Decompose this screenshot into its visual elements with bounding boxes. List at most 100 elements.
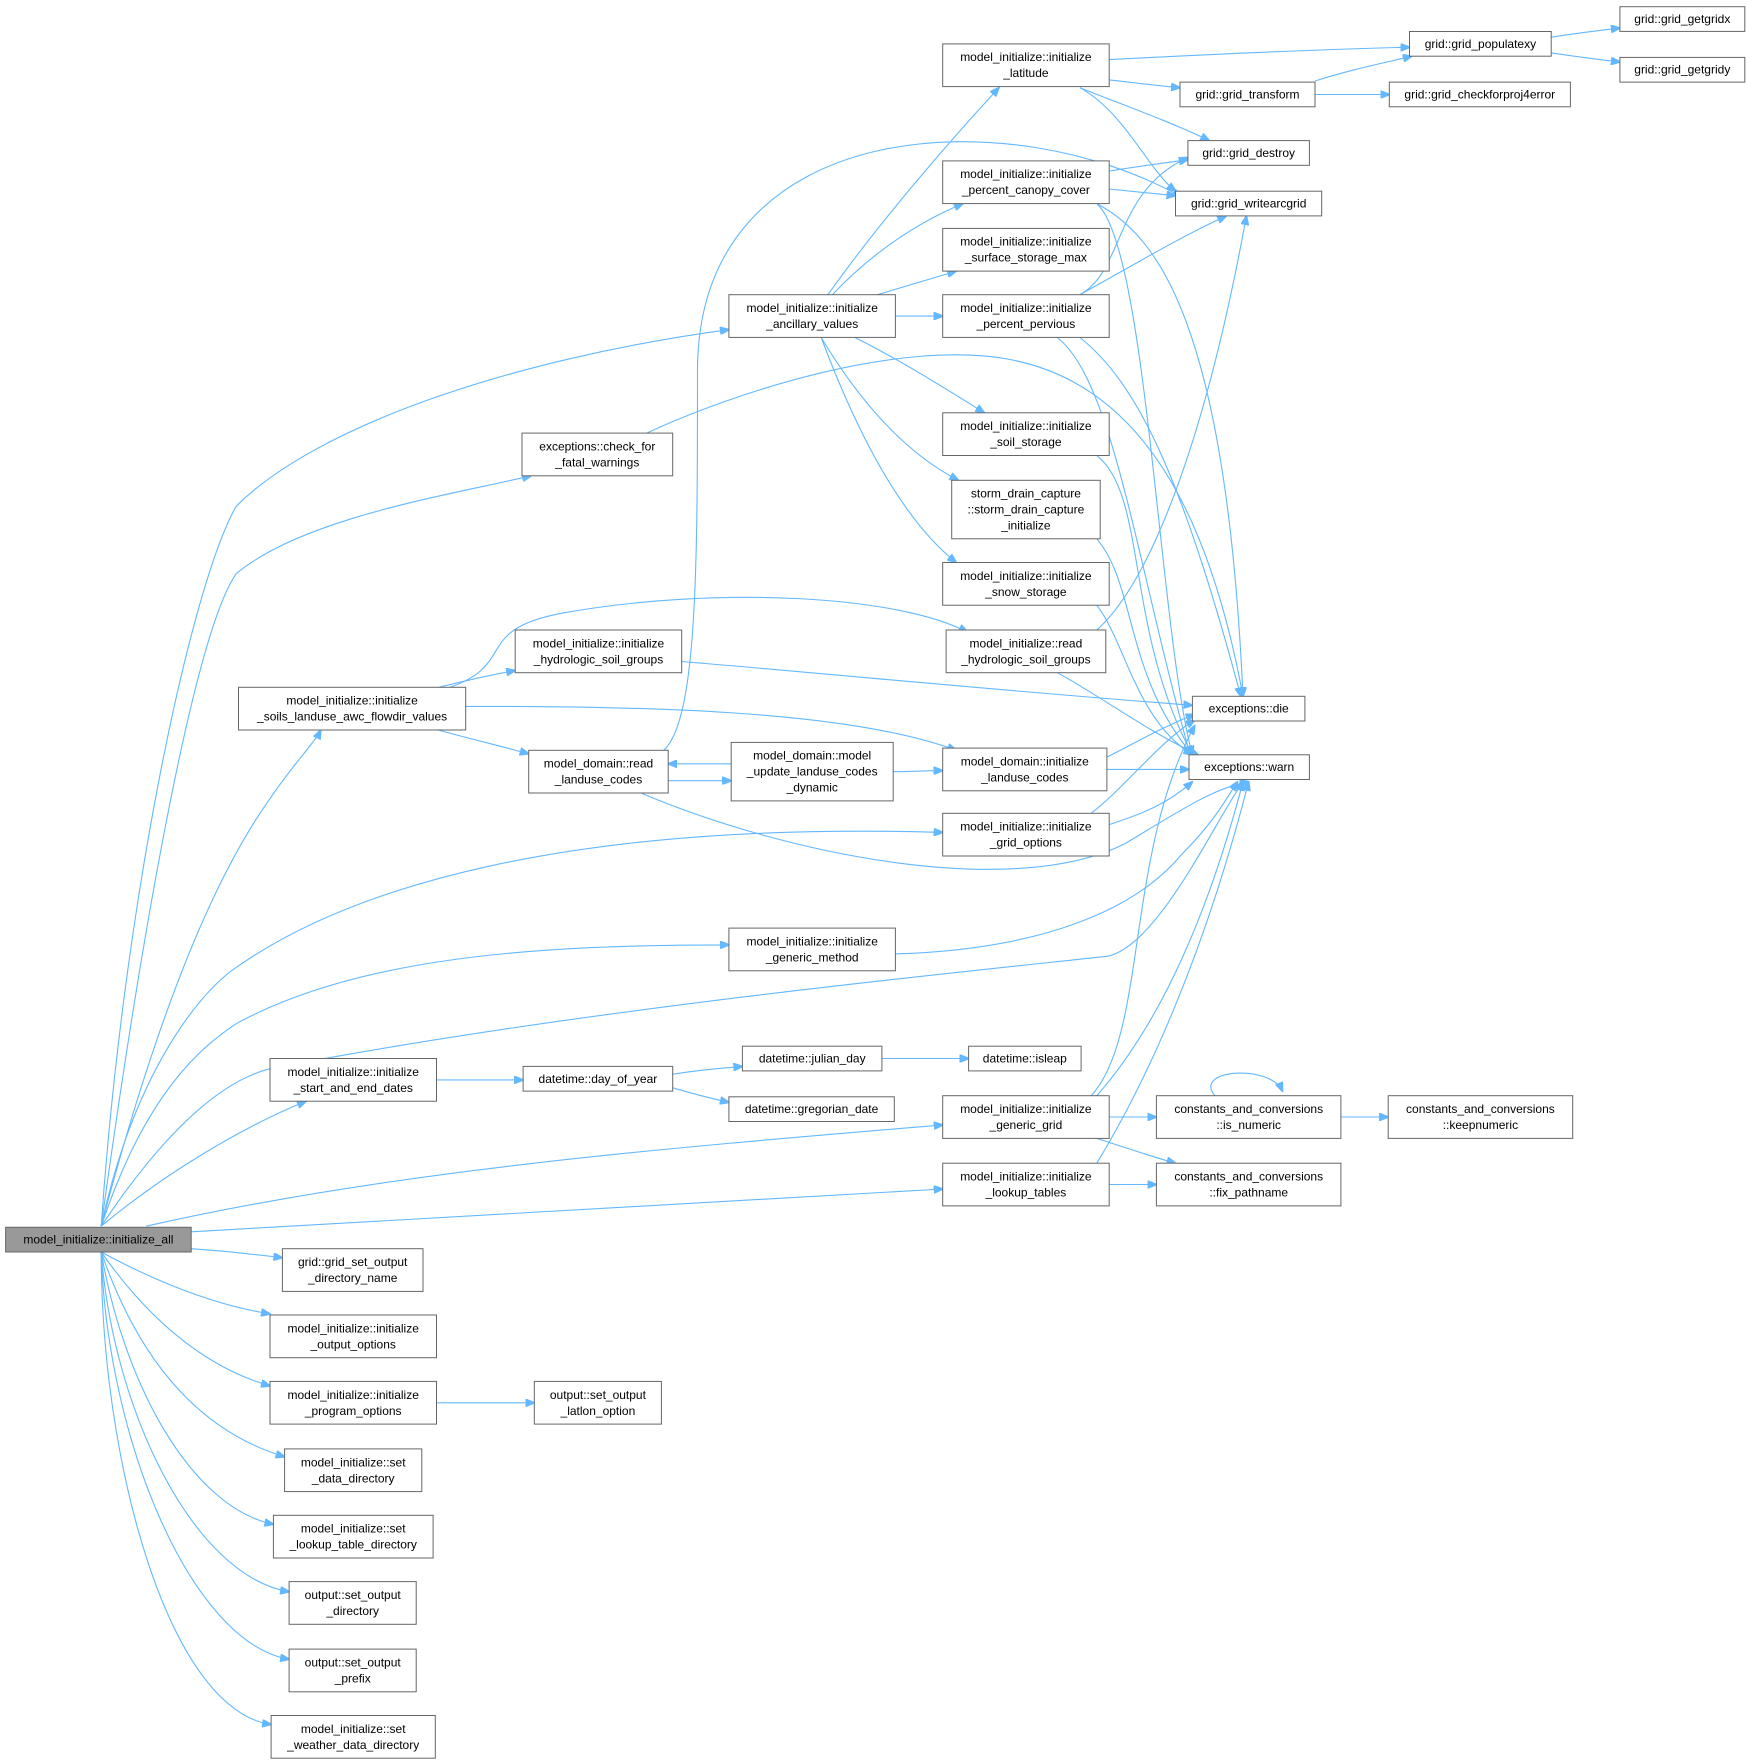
edge-root-to-n_datadir — [100, 1251, 284, 1457]
edge-root-to-n_outdir — [191, 1248, 282, 1258]
graph-node[interactable]: model_initialize::initialize_generic_met… — [728, 927, 896, 972]
graph-node[interactable]: constants_and_conversions::is_numeric — [1155, 1095, 1342, 1139]
node-label: grid::grid_transform — [1195, 88, 1299, 102]
node-box — [942, 412, 1110, 456]
edge-n_anc-to-n_lat — [827, 88, 999, 296]
edge-n_fatal-to-n_die — [646, 354, 1243, 696]
graph-node[interactable]: grid::grid_checkforproj4error — [1388, 81, 1571, 108]
graph-node[interactable]: model_initialize::initialize_generic_gri… — [942, 1095, 1110, 1139]
graph-node[interactable]: model_initialize::initialize_output_opti… — [269, 1314, 437, 1359]
root-node[interactable]: model_initialize::initialize_all — [5, 1226, 192, 1253]
node-box — [270, 1715, 436, 1759]
graph-node[interactable]: model_initialize::initialize_snow_storag… — [942, 562, 1110, 606]
node-box — [288, 1581, 417, 1625]
nodes: model_initialize::initialize_allmodel_in… — [5, 6, 1746, 1759]
graph-node[interactable]: model_initialize::initialize_soils_landu… — [238, 686, 467, 731]
graph-node[interactable]: datetime::day_of_year — [522, 1065, 674, 1092]
graph-node[interactable]: output::set_output_directory — [288, 1581, 417, 1625]
node-label: _grid_options — [989, 836, 1062, 850]
node-label: model_initialize::initialize — [960, 1170, 1092, 1184]
graph-node[interactable]: grid::grid_set_output_directory_name — [281, 1248, 424, 1292]
node-box — [238, 686, 467, 731]
graph-node[interactable]: model_domain::initialize_landuse_codes — [942, 747, 1108, 792]
edge-n_ggrid-to-n_die — [1090, 726, 1195, 1097]
node-box — [288, 1648, 417, 1693]
node-label: datetime::julian_day — [759, 1052, 866, 1066]
node-box — [1155, 1162, 1342, 1207]
node-label: model_initialize::initialize — [960, 50, 1092, 64]
graph-node[interactable]: model_initialize::initialize_percent_per… — [942, 294, 1110, 338]
graph-node[interactable]: model_initialize::initialize_surface_sto… — [942, 227, 1110, 272]
graph-node[interactable]: grid::grid_getgridx — [1619, 6, 1746, 32]
edge-n_trans-to-n_pop — [1314, 56, 1412, 82]
node-label: grid::grid_checkforproj4error — [1404, 88, 1555, 102]
node-box — [951, 479, 1101, 540]
graph-node[interactable]: datetime::julian_day — [741, 1045, 883, 1072]
graph-node[interactable]: model_initialize::initialize_program_opt… — [269, 1380, 437, 1425]
node-label: _percent_canopy_cover — [961, 183, 1090, 197]
graph-node[interactable]: output::set_output_latlon_option — [533, 1380, 662, 1425]
graph-node[interactable]: constants_and_conversions::keepnumeric — [1387, 1095, 1574, 1139]
node-label: model_initialize::read — [970, 636, 1083, 650]
graph-node[interactable]: grid::grid_populatexy — [1409, 31, 1552, 57]
node-box — [1188, 754, 1310, 780]
graph-node[interactable]: model_initialize::initialize_hydrologic_… — [514, 629, 683, 674]
graph-node[interactable]: exceptions::die — [1191, 695, 1306, 722]
node-label: _percent_pervious — [976, 317, 1076, 331]
graph-node[interactable]: model_initialize::initialize_start_and_e… — [269, 1058, 437, 1102]
node-box — [945, 629, 1107, 674]
graph-node[interactable]: model_initialize::initialize_grid_option… — [942, 812, 1110, 857]
graph-node[interactable]: model_initialize::set_data_directory — [284, 1448, 423, 1493]
graph-node[interactable]: model_initialize::set_lookup_table_direc… — [272, 1514, 434, 1559]
node-label: _soil_storage — [989, 435, 1062, 449]
graph-node[interactable]: storm_drain_capture::storm_drain_capture… — [951, 479, 1101, 540]
node-box — [942, 1095, 1110, 1139]
edge-n_lat-to-n_trans — [1109, 79, 1180, 88]
node-label: _generic_method — [765, 950, 859, 964]
graph-node[interactable]: output::set_output_prefix — [288, 1648, 417, 1693]
graph-node[interactable]: model_initialize::set_weather_data_direc… — [270, 1715, 436, 1759]
edge-n_lat-to-n_destroy — [1079, 87, 1209, 141]
node-label: constants_and_conversions — [1406, 1102, 1555, 1116]
graph-node[interactable]: model_initialize::read_hydrologic_soil_g… — [945, 629, 1107, 674]
node-box — [1191, 695, 1306, 722]
node-label: _directory_name — [307, 1271, 398, 1285]
graph-node[interactable]: model_initialize::initialize_ancillary_v… — [728, 294, 896, 338]
graph-node[interactable]: model_initialize::initialize_soil_storag… — [942, 412, 1110, 456]
node-label: grid::grid_destroy — [1202, 146, 1295, 160]
graph-node[interactable]: grid::grid_getgridy — [1619, 56, 1746, 83]
edge-n_anc-to-n_soil — [854, 337, 984, 413]
graph-node[interactable]: model_initialize::initialize_latitude — [942, 43, 1110, 88]
graph-node[interactable]: grid::grid_destroy — [1187, 140, 1310, 166]
edge-n_perv-to-n_destroy — [1079, 158, 1188, 296]
edge-n_ilu-to-n_die — [1106, 714, 1195, 758]
edge-n_rhsg-to-n_warn — [1057, 672, 1198, 755]
graph-node[interactable]: exceptions::check_for_fatal_warnings — [521, 432, 674, 477]
edge-root-to-n_fatal — [100, 476, 531, 1227]
edge-n_snow-to-n_warn — [1096, 604, 1193, 755]
node-box — [5, 1226, 192, 1253]
graph-node[interactable]: constants_and_conversions::fix_pathname — [1155, 1162, 1342, 1207]
edge-n_soils-to-n_ilu — [465, 705, 957, 750]
graph-node[interactable]: datetime::isleap — [968, 1045, 1082, 1072]
graph-node[interactable]: exceptions::warn — [1188, 754, 1310, 780]
graph-node[interactable]: model_initialize::initialize_lookup_tabl… — [942, 1162, 1110, 1207]
node-box — [942, 562, 1110, 606]
node-label: model_initialize::set — [301, 1455, 406, 1469]
graph-node[interactable]: model_domain::read_landuse_codes — [528, 749, 669, 794]
node-box — [730, 741, 894, 802]
edge-n_canopy-to-n_write — [1109, 188, 1175, 196]
edge-n_ggrid-to-n_warn — [1096, 782, 1243, 1097]
node-label: model_initialize::initialize — [287, 1065, 419, 1079]
graph-node[interactable]: grid::grid_writearcgrid — [1175, 190, 1323, 217]
node-label: output::set_output — [305, 1656, 402, 1670]
graph-node[interactable]: datetime::gregorian_date — [728, 1096, 895, 1123]
graph-node[interactable]: model_initialize::initialize_percent_can… — [942, 160, 1110, 205]
graph-node[interactable]: grid::grid_transform — [1179, 81, 1316, 108]
edge-n_pop-to-n_gx — [1551, 28, 1620, 38]
edge-n_soil-to-n_warn — [1096, 455, 1193, 755]
node-label: _latlon_option — [560, 1404, 636, 1418]
node-box — [1409, 31, 1552, 57]
graph-node[interactable]: model_domain::model_update_landuse_codes… — [730, 741, 894, 802]
node-label: _snow_storage — [984, 585, 1067, 599]
